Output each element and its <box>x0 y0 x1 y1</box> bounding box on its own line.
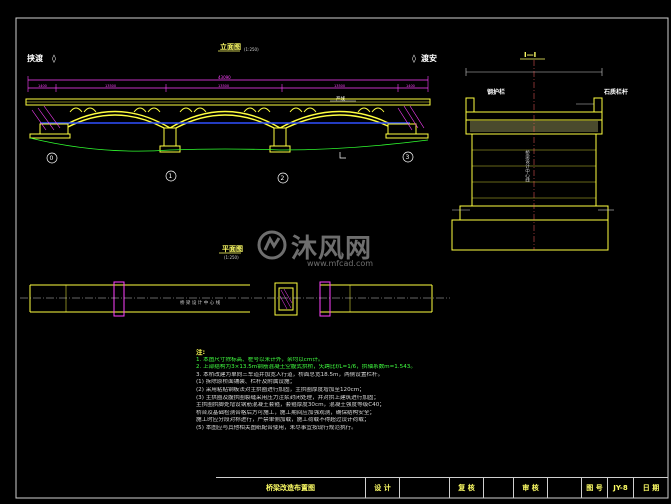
pier-mark-1: 1 <box>169 173 173 180</box>
elevation-title: 立面图 <box>220 42 241 51</box>
sub-span-dim-5: 1400 <box>406 84 415 88</box>
title-block: 桥梁改造布置图 设 计 复 核 审 核 图 号 JY-8 日 期 <box>216 477 668 498</box>
rail-right-label: 石质栏杆 <box>603 88 628 96</box>
sub-span-dim-1: 1400 <box>38 84 47 88</box>
watermark-brand: 沐风网 <box>291 234 373 264</box>
drawing-frame <box>15 17 669 499</box>
right-arrow-icon: ◊ <box>412 54 416 63</box>
watermark: 沐风网 www.mfcad.com <box>257 228 374 268</box>
left-arrow-icon: ◊ <box>52 54 56 63</box>
cross-centerline-label: 桥梁设计中心线 <box>525 149 530 183</box>
watermark-url: www.mfcad.com <box>307 259 374 268</box>
check-label: 审 核 <box>514 478 548 498</box>
pier-mark-2: 2 <box>281 175 285 182</box>
note-line: 桥台及基础检测合格后方可施工，施工期间应加强观测，确保结构安全； <box>196 409 376 416</box>
sub-span-dim-2: 13500 <box>105 84 116 88</box>
note-line: (5) 本图应与其他相关图纸配合使用，未尽事宜按现行规范执行。 <box>196 424 357 431</box>
left-direction-label: 挟渡 <box>27 53 44 63</box>
drawing-no-value: JY-8 <box>608 478 634 498</box>
cross-section-title: I—I <box>524 51 536 59</box>
plan-title: 平面图 <box>222 244 243 253</box>
notes-heading: 注: <box>196 349 206 356</box>
notes-block: 注: 1. 本图尺寸除标高、桩号以米计外，余均以cm计。 2. 上部结构为3×1… <box>196 349 616 433</box>
right-direction-label: 渡安 <box>421 53 437 63</box>
date-label: 日 期 <box>642 484 660 492</box>
note-line: 2. 上部结构为3×13.5m钢筋混凝土空腹式拱桥，矢跨比f/L=1/6，拱轴系… <box>196 364 416 371</box>
elevation-subtitle: (1:250) <box>244 47 259 52</box>
note-line: 施工时应分段对称进行，严禁单侧加载，施工荷载不得超过设计荷载； <box>196 417 370 424</box>
check-value[interactable] <box>548 478 582 498</box>
elevation-view: 立面图 (1:250) 挟渡 ◊ ◊ 渡安 43090 1400 13500 1… <box>25 42 437 184</box>
plan-subtitle: (1:250) <box>224 255 239 260</box>
plan-view: 平面图 (1:250) 桥 梁 设 计 中 心 线 <box>20 244 450 317</box>
rail-left-label: 钢护栏 <box>487 88 505 96</box>
note-line: (3) 主拱圈及腹拱圈裂缝采用压力注浆封闭处理，并对拱上建筑进行加固； <box>196 394 380 401</box>
pier-mark-3: 3 <box>406 154 410 161</box>
watermark-logo-icon <box>257 230 287 264</box>
note-line: (1) 拆除原桥面铺装、栏杆及附属设施； <box>196 379 296 386</box>
review-label: 复 核 <box>450 478 484 498</box>
sub-span-dim-3: 13500 <box>218 84 229 88</box>
drawing-name: 桥梁改造布置图 <box>216 478 366 498</box>
pier-mark-0: 0 <box>50 155 54 162</box>
plan-centerline-label: 桥 梁 设 计 中 心 线 <box>180 299 221 306</box>
note-line: (2) 采用粘贴钢板法对主拱圈进行加固，主拱圈厚度增加至120cm； <box>196 386 365 393</box>
cross-section-view: I—I 钢护栏 石质栏杆 桥梁设计中心线 <box>451 51 628 251</box>
design-label: 设 计 <box>366 478 400 498</box>
span-total-dim: 43090 <box>218 75 231 80</box>
note-line: 主拱圈拱脚处增设钢筋混凝土套箍，套箍厚度30cm，混凝土强度等级C40； <box>196 402 385 409</box>
sub-span-dim-4: 13500 <box>334 84 345 88</box>
note-line: 3. 本桥改建为单向三车道并加宽人行道，桥面总宽18.5m，两侧设置栏杆。 <box>196 371 384 378</box>
design-value[interactable] <box>400 478 450 498</box>
note-line: 1. 本图尺寸除标高、桩号以米计外，余均以cm计。 <box>196 356 324 363</box>
review-value[interactable] <box>484 478 514 498</box>
drawing-no-label: 图 号 <box>582 478 608 498</box>
